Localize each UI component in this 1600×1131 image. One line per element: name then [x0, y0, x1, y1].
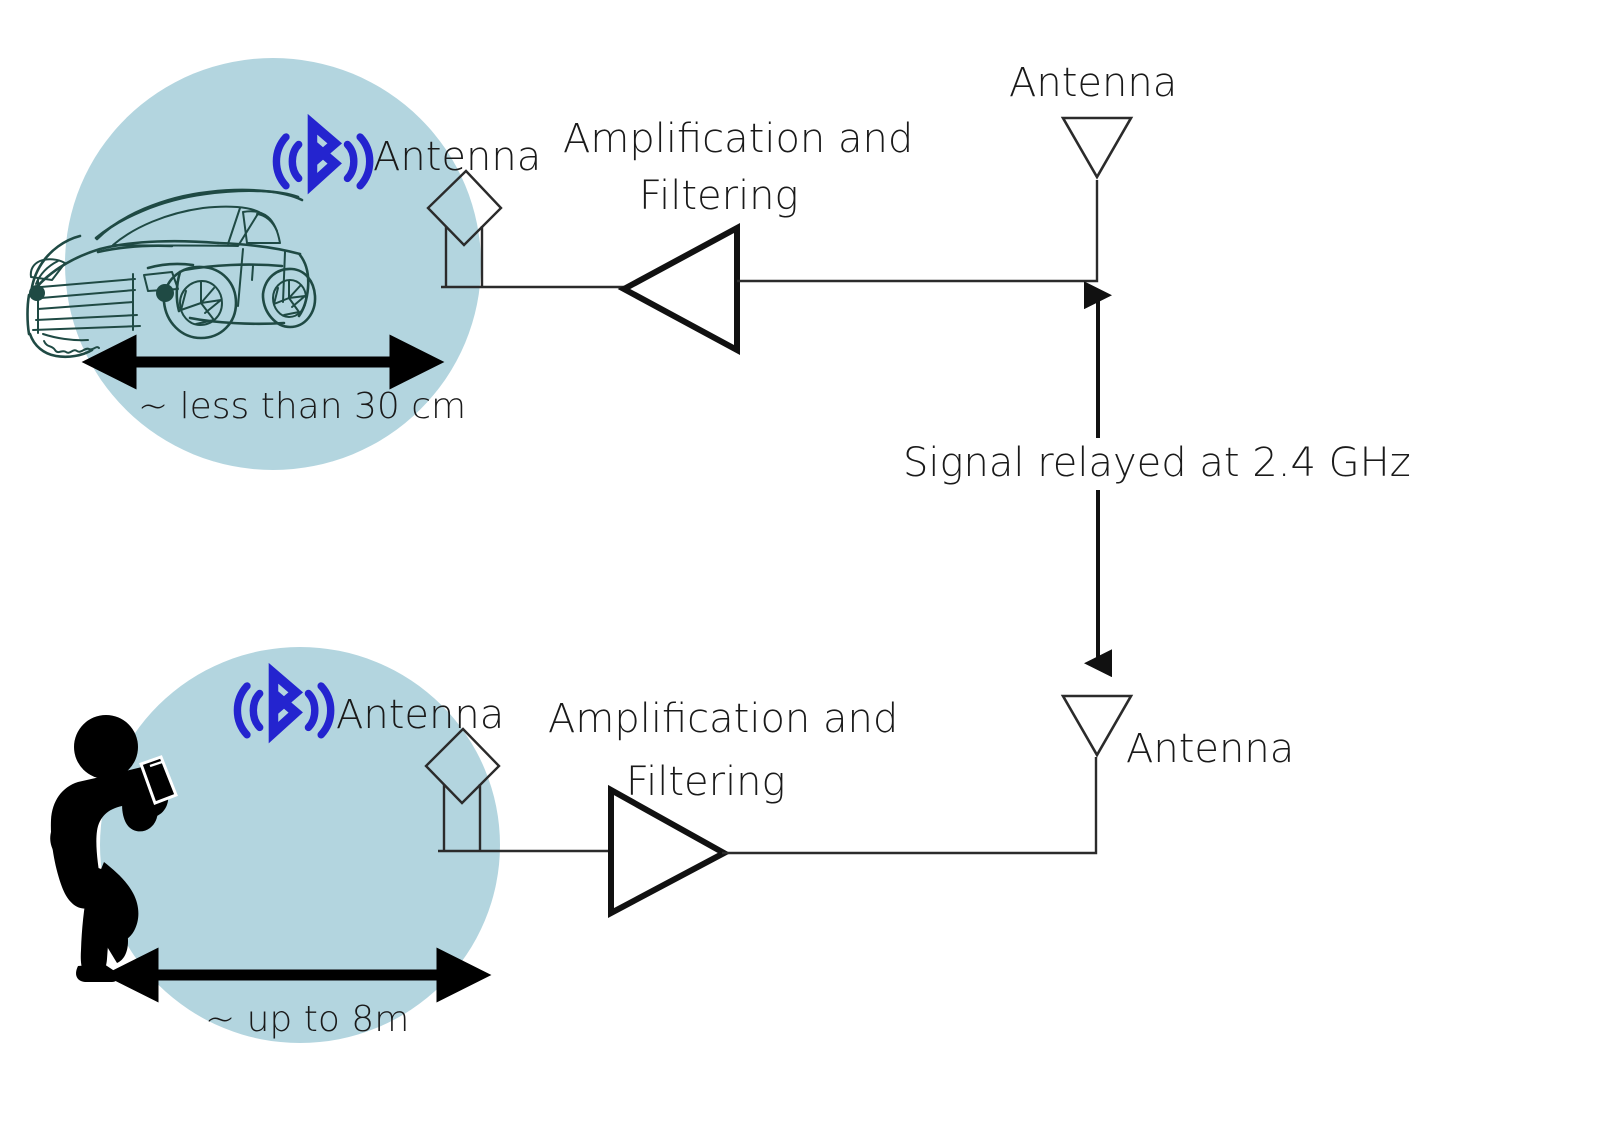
bottom-amplifier-label-line1: Amplification and — [548, 696, 898, 742]
relay-link-label: Signal relayed at 2.4 GHz — [903, 440, 1411, 486]
bottom-distance-label: ~ up to 8m — [205, 999, 409, 1040]
person-with-phone-icon — [50, 715, 178, 982]
bottom-device-antenna-label: Antenna — [336, 692, 504, 738]
bottom-output-wire — [722, 757, 1098, 855]
top-amplifier-symbol — [617, 222, 740, 356]
top-relay-antenna-symbol — [1060, 116, 1134, 180]
top-amplifier-label-line2: Filtering — [639, 173, 799, 219]
top-distance-label: ~ less than 30 cm — [138, 386, 466, 427]
bottom-relay-antenna-label: Antenna — [1126, 726, 1294, 772]
car-sketch-icon — [26, 188, 317, 359]
bottom-chain-group: Antenna Amplification and Filtering Ante… — [50, 647, 1294, 1043]
bottom-amplifier-symbol — [608, 784, 731, 918]
top-output-wire — [737, 180, 1099, 283]
bottom-amplifier-label-line2: Filtering — [626, 759, 786, 805]
person-coverage-bubble — [100, 647, 500, 1043]
relay-label-backdrop — [900, 438, 1380, 490]
top-vehicle-antenna-label: Antenna — [373, 134, 541, 180]
bottom-relay-antenna-symbol — [1060, 694, 1134, 758]
top-amplifier-label-line1: Amplification and — [563, 116, 913, 162]
bluetooth-signal-icon — [272, 113, 374, 195]
bottom-device-antenna-symbol — [424, 727, 613, 853]
top-chain-group: Antenna Amplification and Filtering Ante… — [26, 58, 1177, 470]
bluetooth-signal-icon-bottom — [233, 662, 335, 744]
top-relay-antenna-label: Antenna — [1009, 60, 1177, 106]
relay-link-group: Signal relayed at 2.4 GHz — [900, 281, 1411, 678]
